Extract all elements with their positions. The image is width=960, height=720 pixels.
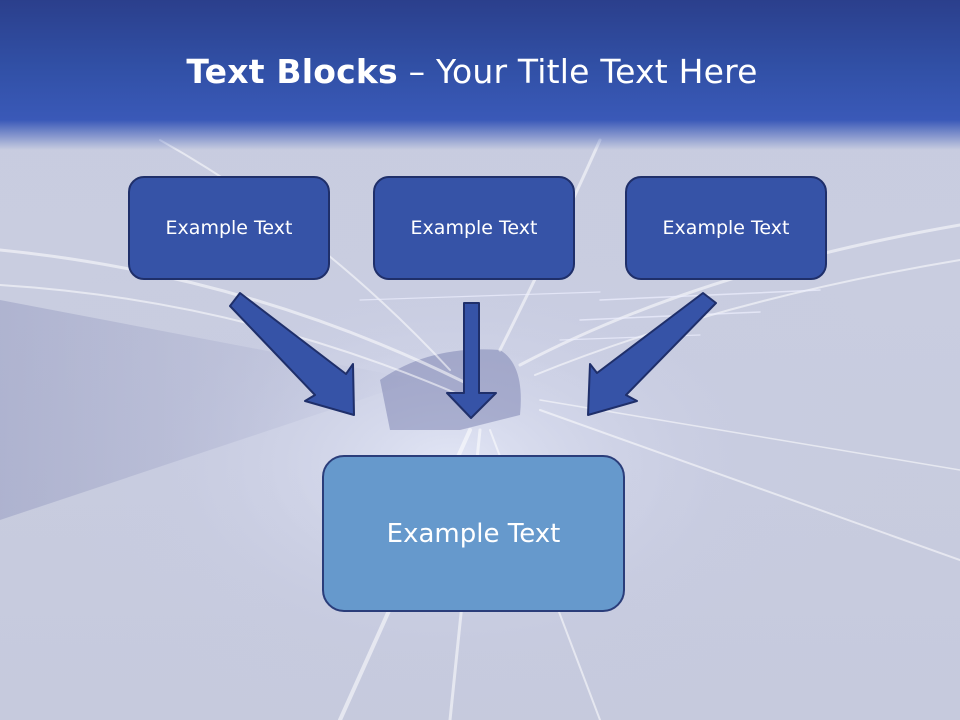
text-block-1[interactable]: Example Text (128, 176, 330, 280)
text-block-2[interactable]: Example Text (373, 176, 575, 280)
page-title: Text Blocks – Your Title Text Here (0, 52, 944, 91)
title-band (0, 0, 960, 150)
text-block-3-label: Example Text (662, 217, 790, 239)
title-rest: – Your Title Text Here (397, 52, 758, 91)
text-block-2-label: Example Text (410, 217, 538, 239)
text-block-main-label: Example Text (386, 518, 561, 549)
text-block-1-label: Example Text (165, 217, 293, 239)
text-block-3[interactable]: Example Text (625, 176, 827, 280)
title-bold: Text Blocks (186, 52, 398, 91)
text-block-main[interactable]: Example Text (322, 455, 625, 612)
